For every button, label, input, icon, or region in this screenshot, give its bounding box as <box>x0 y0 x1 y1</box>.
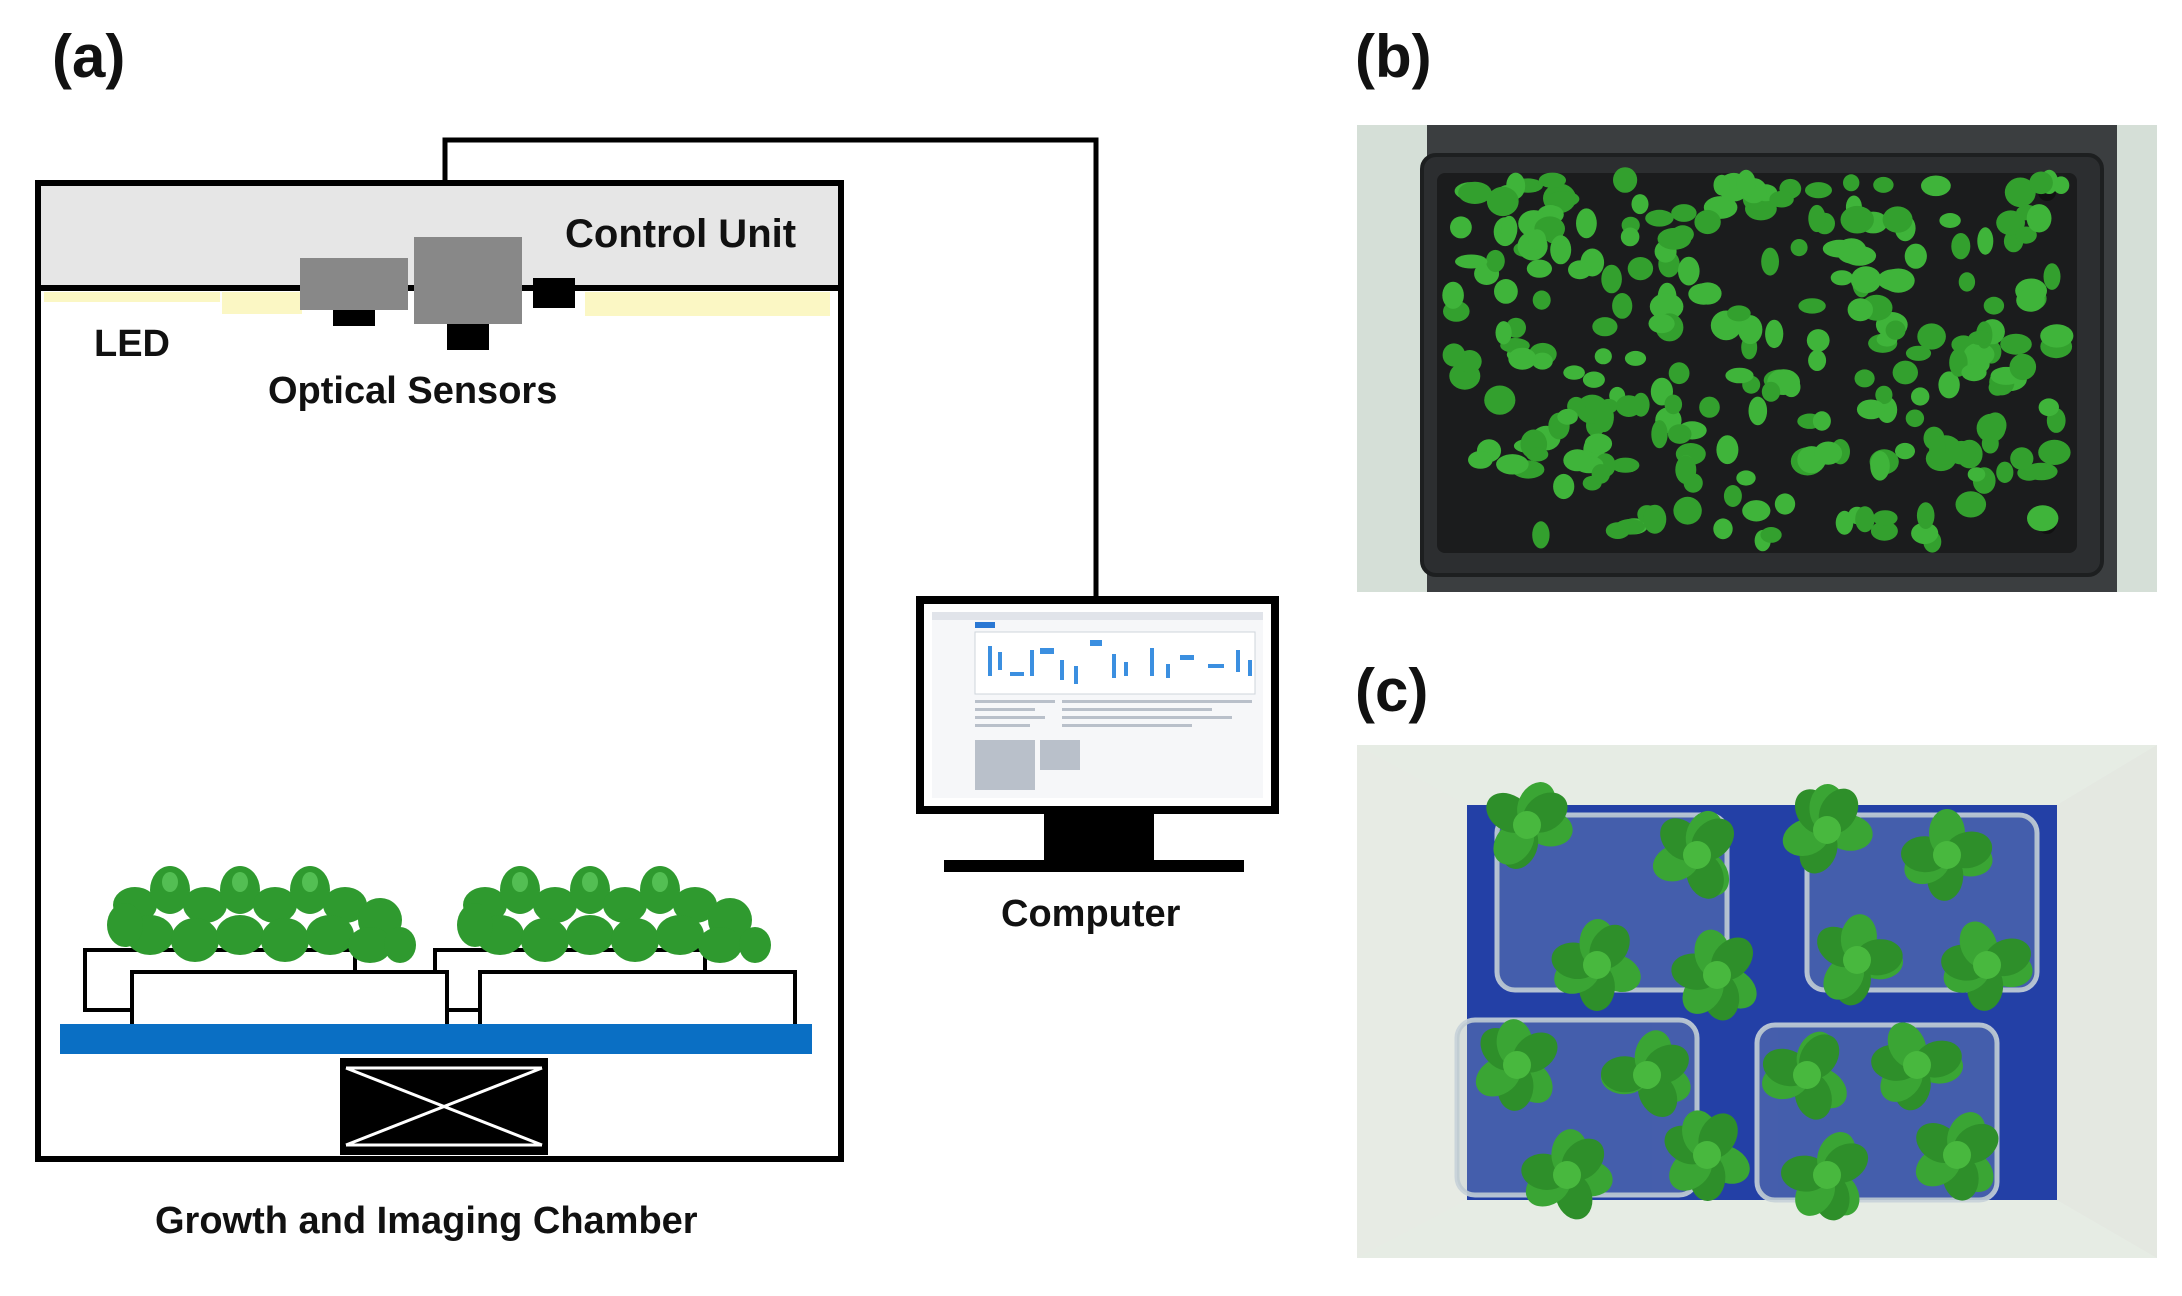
panel-label-b: (b) <box>1355 23 1432 90</box>
led-label: LED <box>94 323 170 365</box>
platform <box>60 1024 812 1054</box>
control-unit-label: Control Unit <box>565 212 797 256</box>
tray-front-right <box>478 970 797 1036</box>
monitor-stand <box>1044 810 1154 865</box>
monitor-base <box>944 860 1244 872</box>
growth-chamber-diagram <box>35 137 1279 1162</box>
tray-front-left <box>130 970 449 1036</box>
seedlings <box>1442 167 2074 553</box>
panel-label-c: (c) <box>1355 657 1429 724</box>
data-cable <box>442 137 1099 600</box>
optical-sensors-label: Optical Sensors <box>268 370 558 412</box>
computer-label: Computer <box>1001 893 1181 935</box>
sensor-camera-2 <box>414 237 522 324</box>
sensor-camera-1 <box>300 258 408 310</box>
chamber-label: Growth and Imaging Chamber <box>155 1200 698 1242</box>
led-strip-right <box>585 292 830 316</box>
led-strip-left <box>44 292 220 302</box>
screen-software-ui <box>932 612 1263 798</box>
led-strip-middle <box>222 292 302 314</box>
photo-seedling-tray <box>1357 125 2157 592</box>
photo-basil-containers <box>1357 745 2157 1258</box>
sensor-small <box>533 278 575 308</box>
basil-plants <box>1475 782 2033 1221</box>
panel-label-a: (a) <box>52 23 126 90</box>
